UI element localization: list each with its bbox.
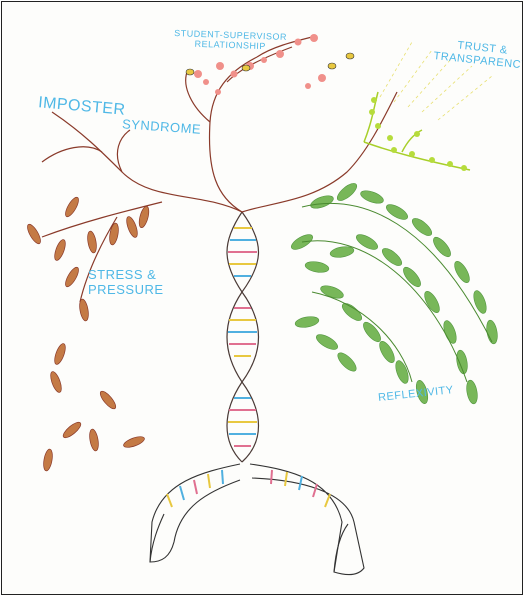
stress-line-2: PRESSURE: [88, 283, 164, 298]
stress-pressure-label: STRESS & PRESSURE: [88, 268, 164, 298]
branches: [42, 37, 397, 302]
root-rungs: [167, 470, 330, 507]
reflexivity-foliage: [289, 180, 499, 404]
stress-line-1: STRESS &: [88, 268, 164, 283]
roots: [150, 464, 364, 575]
dna-rungs: [228, 228, 257, 446]
student-supervisor-label: STUDENT-SUPERVISOR RELATIONSHIP: [174, 28, 288, 53]
dna-trunk: [227, 212, 259, 462]
